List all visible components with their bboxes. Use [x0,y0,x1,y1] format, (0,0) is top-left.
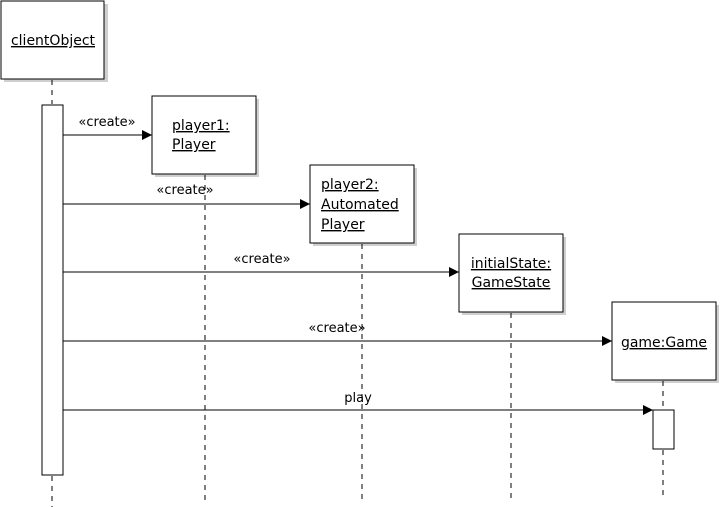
object-client-name: clientObject [11,33,96,49]
object-player2[interactable]: player2: Automated Player [309,164,417,246]
object-player2-type-line2: Player [321,217,365,233]
object-initial-state[interactable]: initialState: GameState [458,233,566,315]
activation-client[interactable] [41,104,64,476]
object-initial-state-name: initialState: [471,256,551,272]
activation-game[interactable] [652,409,675,450]
object-player2-name: player2: [321,177,379,193]
object-player1[interactable]: player1: Player [151,95,259,177]
object-game[interactable]: game:Game [611,301,719,383]
object-player2-type-line1: Automated [321,197,399,213]
object-player1-type: Player [172,137,216,153]
object-initial-state-type: GameState [472,275,551,291]
message-create-player1[interactable]: «create» [63,115,152,140]
message-create-game[interactable]: «create» [63,321,612,346]
message-create-initial-state-label: «create» [233,252,290,267]
object-client[interactable]: clientObject [0,0,108,82]
message-play[interactable]: play [63,391,653,415]
message-create-player2-label: «create» [156,183,213,198]
message-create-game-label: «create» [308,321,365,336]
message-create-initial-state[interactable]: «create» [63,252,459,277]
object-player1-name: player1: [172,118,230,134]
message-create-player2[interactable]: «create» [63,183,310,209]
message-create-player1-label: «create» [78,115,135,130]
object-game-name: game:Game [621,335,707,351]
message-play-label: play [344,391,372,406]
